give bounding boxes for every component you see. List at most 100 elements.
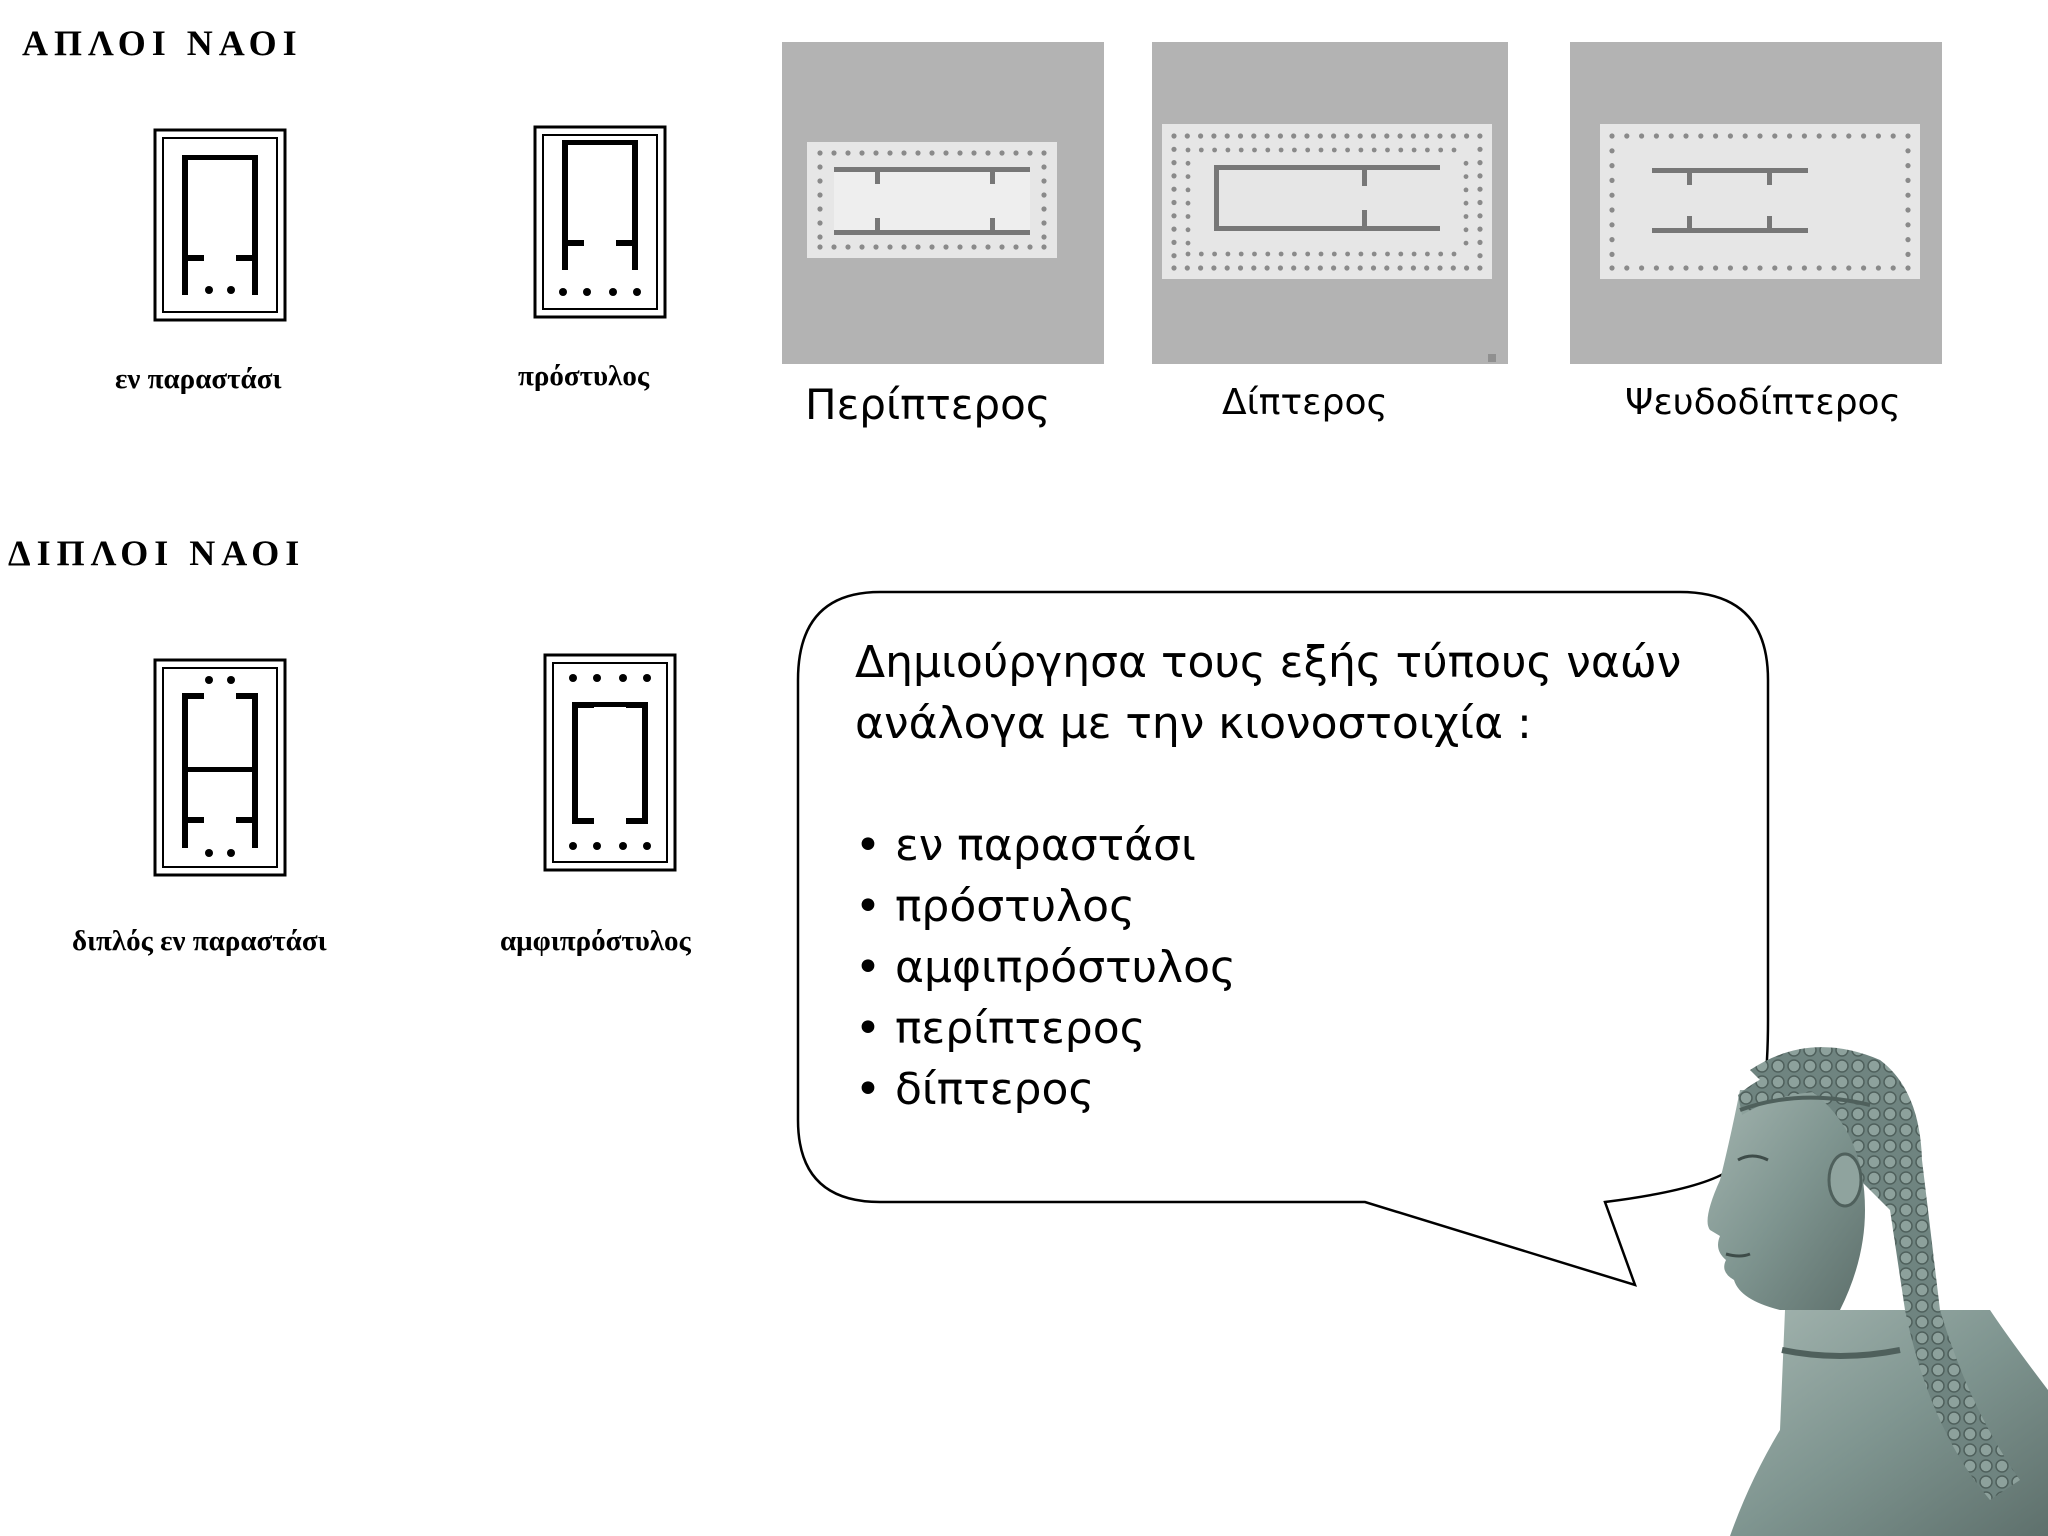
column-dot <box>999 150 1005 156</box>
column-dot <box>1477 239 1483 245</box>
column-dot <box>1041 244 1047 250</box>
column-dot <box>1344 133 1350 139</box>
column-dot <box>1816 265 1822 271</box>
plan-dipteros <box>1152 42 1508 364</box>
column-dot <box>1171 133 1177 139</box>
column-dot <box>1816 133 1822 139</box>
column-dot <box>1331 147 1337 153</box>
column-dot <box>1357 265 1363 271</box>
column-dot <box>1683 133 1689 139</box>
column-dot <box>1787 265 1793 271</box>
column-dot <box>1451 251 1457 257</box>
column-dot <box>1450 265 1456 271</box>
column-dot <box>1184 265 1190 271</box>
column-dot <box>1041 150 1047 156</box>
column-dot <box>1238 251 1244 257</box>
column-dot <box>1609 133 1615 139</box>
column-dot <box>971 244 977 250</box>
column-dot <box>1463 200 1469 206</box>
caption-dipteros: Δίπτερος <box>1222 382 1388 423</box>
column-dot <box>1371 251 1377 257</box>
column-dot <box>1171 213 1177 219</box>
column-dot <box>929 150 935 156</box>
column-dot <box>915 244 921 250</box>
column-dot <box>1410 133 1416 139</box>
column-dot <box>1198 265 1204 271</box>
column-dot <box>1624 133 1630 139</box>
column-dot <box>929 244 935 250</box>
column-dot <box>1463 174 1469 180</box>
column-dot <box>1683 265 1689 271</box>
caption-amfiprostylos: αμφιπρόστυλος <box>500 925 691 957</box>
column-dot <box>1291 133 1297 139</box>
column-dot <box>1397 133 1403 139</box>
column-dot <box>1013 244 1019 250</box>
column-dot <box>1477 199 1483 206</box>
column-dot <box>1463 214 1469 219</box>
column-dot <box>1198 147 1204 153</box>
column-dot <box>1224 133 1230 139</box>
column-dot <box>1905 265 1911 271</box>
column-dot <box>1211 133 1217 139</box>
column-dot <box>985 150 991 156</box>
column-dot <box>1041 220 1047 226</box>
column-dot <box>1905 251 1911 257</box>
column-dot <box>1668 133 1674 139</box>
column-dot <box>1185 160 1191 166</box>
column-dot <box>1171 199 1177 206</box>
column-dot <box>1609 163 1615 169</box>
column-dot <box>1653 133 1659 139</box>
column-dot <box>1331 133 1337 139</box>
double-temples-heading: ΔΙΠΛΟΙ ΝΑΟΙ <box>8 533 306 573</box>
column-dot <box>1742 265 1748 271</box>
column-dot <box>1713 133 1719 139</box>
column-dot <box>1875 265 1881 271</box>
column-dot <box>817 150 823 156</box>
column-dot <box>1905 192 1911 198</box>
column-dot <box>1041 178 1047 184</box>
column-dot <box>1609 148 1615 154</box>
column-dot <box>943 150 949 156</box>
caption-en-parastasi: εν παραστάσι <box>115 363 282 395</box>
column-dot <box>1358 251 1364 257</box>
column-dot <box>859 244 865 250</box>
column-dot <box>1451 147 1457 153</box>
column-dot <box>1277 133 1283 139</box>
column-dot <box>1861 133 1867 139</box>
column-dot <box>1477 226 1483 232</box>
column-dot <box>1397 265 1403 271</box>
column-dot <box>1609 177 1615 183</box>
plan-en-parastasi <box>150 125 290 325</box>
column-dot <box>887 244 893 250</box>
column-dot <box>1477 213 1483 219</box>
plan-pseudodipteros <box>1570 42 1942 364</box>
column-dot <box>1846 265 1852 271</box>
column-dot <box>1668 265 1674 271</box>
column-dot <box>1464 133 1470 139</box>
column-dot <box>1318 251 1324 257</box>
column-dot <box>1211 265 1217 271</box>
column-dot <box>1477 146 1483 152</box>
column-dot <box>1041 206 1047 212</box>
column-dot <box>1890 265 1896 271</box>
column-dot <box>1450 133 1456 139</box>
column-dot <box>1264 133 1270 139</box>
column-dot <box>887 150 893 156</box>
column-dot <box>1041 164 1047 170</box>
column-dot <box>1639 265 1645 271</box>
column-dot <box>1905 222 1911 228</box>
column-dot <box>1477 173 1483 179</box>
column-dot <box>817 206 823 212</box>
column-dot <box>1609 207 1615 213</box>
column-dot <box>1846 133 1852 139</box>
column-dot <box>1801 133 1807 139</box>
column-dot <box>1385 147 1390 153</box>
column-dot <box>1171 146 1177 152</box>
column-dot <box>1013 150 1019 156</box>
simple-temples-heading: ΑΠΛΟΙ ΝΑΟΙ <box>22 23 303 63</box>
column-dot <box>1171 160 1177 166</box>
column-dot <box>1041 192 1047 198</box>
column-dot <box>1398 251 1404 257</box>
column-dot <box>1237 265 1244 271</box>
